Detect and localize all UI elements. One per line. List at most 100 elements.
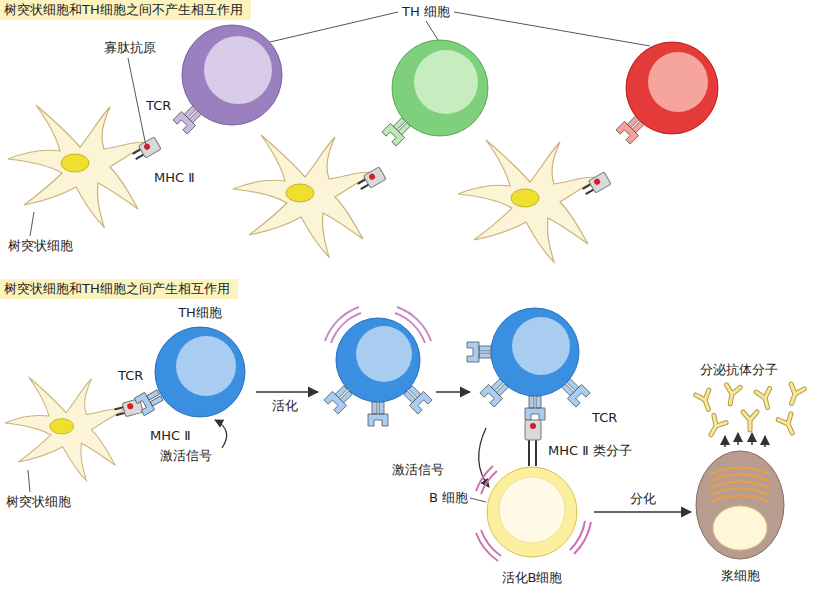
th-cell-purple-part: [182, 25, 282, 125]
antibody-molecule-part: [705, 416, 726, 439]
th-outline: [154, 326, 246, 418]
tcr-receptor-part: [368, 402, 388, 426]
heading-text: 树突状细胞和TH细胞之间产生相互作用: [4, 281, 230, 296]
activation-halo-part: [574, 522, 591, 554]
dendritic-cell-part: [458, 140, 600, 262]
part-label: TCR: [592, 410, 617, 425]
antibody-molecule-part: [778, 414, 798, 436]
antibody-molecule: [696, 384, 805, 438]
activation-halo: [325, 307, 431, 343]
activation-halo-part: [476, 466, 493, 491]
part-label: TCR: [146, 98, 171, 113]
th-cell-green-part: [414, 50, 478, 114]
mhc-molecule-part: [131, 137, 161, 163]
mhc-molecule: [131, 137, 161, 163]
th-cell-purple: [182, 25, 282, 125]
th-cell: TH细胞: [154, 326, 246, 418]
b-cell: B 细胞活化B细胞: [486, 466, 578, 558]
activation-halo-part: [397, 307, 431, 341]
mhc-molecule: [581, 172, 611, 198]
step-label: 活化: [272, 398, 298, 413]
leader-line-part: [454, 12, 650, 46]
secretion-arrow-part: [751, 433, 753, 445]
th-cell-red-part: [626, 42, 718, 134]
endoplasmic-reticulum: [711, 489, 769, 496]
cell-label: 树突状细胞: [8, 238, 73, 253]
activation-halo: [476, 466, 591, 561]
th-cell-red: [626, 42, 718, 134]
signal-label: 激活信号: [392, 462, 444, 477]
section-heading: 树突状细胞和TH细胞之间不产生相互作用: [0, 0, 251, 20]
dendritic-cell-part: [233, 135, 375, 257]
mhc-molecule: [356, 167, 386, 193]
mhc-class-ii-part: [529, 440, 536, 466]
activation-halo-part: [395, 313, 425, 343]
activation-arrow-part: [215, 420, 227, 448]
part-label: MHC Ⅱ: [150, 428, 191, 443]
secretion-arrow-part: [724, 436, 726, 447]
secretion-arrow-part: [764, 436, 766, 447]
antibody-molecule-part: [785, 384, 804, 406]
section-heading: 树突状细胞和TH细胞之间产生相互作用: [0, 279, 238, 299]
heading-text: 树突状细胞和TH细胞之间不产生相互作用: [4, 2, 243, 17]
leader-line-part: [30, 212, 34, 236]
cell-nucleus: [499, 477, 565, 543]
dendritic-cell: [5, 377, 126, 481]
leader-line-part: [28, 470, 30, 492]
antibody-molecule-part: [756, 388, 774, 409]
part-label: TH 细胞: [402, 4, 450, 19]
signal-label: 激活信号: [160, 448, 212, 463]
th-cell-activated: [491, 308, 579, 396]
mhc-molecule-part: [356, 167, 386, 193]
th-cell-red-part: [648, 52, 708, 112]
leader-line-part: [270, 12, 398, 42]
activation-arrow: [215, 392, 489, 487]
dendritic-cell-part: [5, 377, 126, 481]
leader-line-part: [470, 498, 486, 502]
tcr-receptor-part: [467, 342, 491, 362]
part-label: TCR: [118, 368, 143, 383]
dendritic-cell: [458, 140, 600, 262]
cell-label: TH细胞: [178, 305, 222, 320]
th-cell-purple-part: [204, 36, 272, 104]
endoplasmic-reticulum: [711, 475, 769, 482]
cell-label: 浆细胞: [721, 568, 760, 583]
th-cell-activated-part: [356, 326, 412, 382]
th-cell-activated-part: [512, 317, 570, 375]
secretion-arrow: [725, 433, 765, 447]
tcr-receptor-part: [525, 396, 545, 420]
antibody-molecule-part: [696, 390, 715, 412]
activation-halo-part: [331, 313, 361, 343]
secretion-arrow-part: [737, 433, 739, 445]
antibody-molecule-part: [743, 412, 757, 430]
endoplasmic-reticulum: [711, 482, 769, 489]
th-cell-activated-part: [491, 308, 579, 396]
mhc-molecule-part: [581, 172, 611, 198]
leader-line: [28, 12, 650, 502]
mhc-class-ii-part: [530, 423, 536, 429]
callout-label: 分泌抗体分子: [700, 362, 778, 377]
leader-line-part: [426, 21, 438, 40]
cell-membrane: [155, 327, 245, 417]
dendritic-cell: [8, 105, 150, 227]
antibody-molecule-part: [723, 385, 740, 405]
cell-membrane: [487, 467, 577, 557]
part-label: MHC Ⅱ 类分子: [548, 443, 632, 458]
part-label: MHC Ⅱ: [154, 170, 195, 185]
dendritic-cell-part: [8, 105, 150, 227]
cell-label: 活化B细胞: [502, 570, 563, 585]
th-cell-green: [392, 40, 488, 136]
activation-arrow-part: [479, 428, 489, 487]
plasma-cell: 浆细胞: [695, 450, 785, 560]
cell-label: B 细胞: [429, 490, 468, 505]
b-outline: [486, 466, 578, 558]
activation-arrow-part: [436, 391, 470, 393]
activation-arrow-part: [256, 391, 318, 393]
callout-label: 寡肽抗原: [104, 40, 156, 55]
mhc-class-ii-part: [525, 420, 541, 440]
cell-nucleus: [713, 506, 767, 550]
th-cell-activated: [336, 318, 420, 402]
step-label: 分化: [628, 491, 658, 506]
cell-nucleus: [176, 336, 236, 396]
mhc-class-ii: [525, 420, 541, 466]
